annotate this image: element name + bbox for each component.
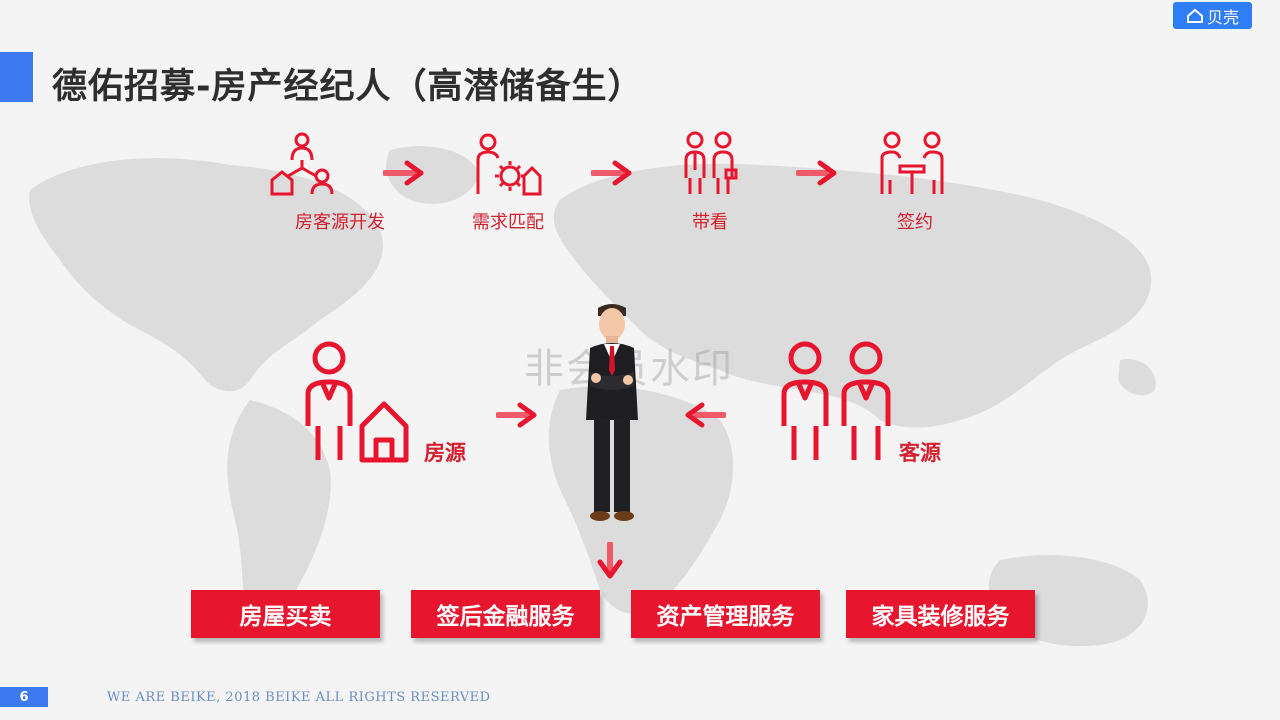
title-accent-bar	[0, 52, 33, 102]
person-house-icon	[305, 341, 409, 463]
client-source-label: 客源	[899, 441, 941, 465]
right-arrow-icon	[383, 160, 424, 186]
step-label-viewing: 带看	[692, 212, 728, 233]
logo-text: 贝壳	[1206, 7, 1239, 27]
footer-copyright: WE ARE BEIKE, 2018 BEIKE ALL RIGHTS RESE…	[107, 690, 491, 705]
service-furniture-renovation[interactable]: 家具装修服务	[846, 590, 1035, 638]
two-people-icon	[684, 131, 738, 194]
right-arrow-icon	[496, 402, 537, 428]
beike-logo: 贝壳	[1173, 2, 1252, 29]
down-arrow-icon	[597, 542, 623, 579]
people-house-network-icon	[270, 132, 334, 196]
slide-title: 德佑招募-房产经纪人（高潜储备生）	[52, 67, 644, 107]
housing-source-label: 房源	[424, 441, 466, 465]
right-arrow-icon	[796, 160, 837, 186]
service-post-signing-finance[interactable]: 签后金融服务	[411, 590, 600, 638]
service-home-trading[interactable]: 房屋买卖	[191, 590, 380, 638]
agent-businessman-figure	[586, 304, 638, 521]
service-asset-management[interactable]: 资产管理服务	[631, 590, 820, 638]
person-gear-house-icon	[476, 133, 542, 196]
step-label-signing: 签约	[897, 212, 933, 233]
right-arrow-icon	[591, 160, 632, 186]
step-label-development: 房客源开发	[295, 212, 385, 233]
page-number: 6	[0, 687, 48, 707]
house-outline-icon	[1186, 8, 1203, 23]
two-people-icon	[781, 341, 891, 460]
step-label-matching: 需求匹配	[472, 212, 544, 233]
left-arrow-icon	[685, 402, 726, 428]
people-at-table-icon	[880, 131, 944, 194]
